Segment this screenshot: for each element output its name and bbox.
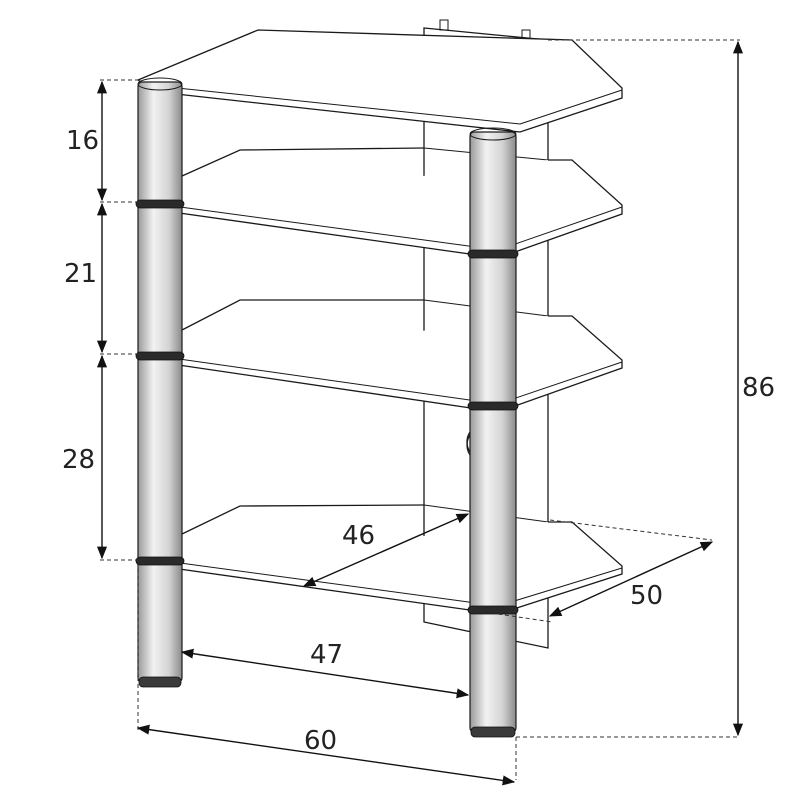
- left-post: [135, 77, 185, 688]
- rack-depth-arrow: [548, 541, 714, 617]
- shelf-bottom: [157, 504, 623, 615]
- inner-width-arrow: [180, 648, 470, 699]
- shelf-depth-arrow: [302, 513, 470, 587]
- shelf-top: [136, 29, 623, 133]
- rack-depth-label: 50: [630, 581, 663, 611]
- gap-middle-label: 21: [64, 259, 97, 289]
- total-width-arrow: [136, 724, 516, 786]
- right-post: [467, 127, 519, 738]
- total-height-label: 86: [742, 373, 775, 403]
- inner-width-label: 47: [310, 640, 343, 670]
- gap-top-label: 16: [66, 126, 99, 156]
- shelf-third: [157, 299, 623, 413]
- shelf-depth-label: 46: [342, 521, 375, 551]
- total-width-label: 60: [304, 726, 337, 756]
- gap-bottom-label: 28: [62, 445, 95, 475]
- shelf-second: [157, 147, 623, 259]
- extension-lines: [100, 39, 740, 780]
